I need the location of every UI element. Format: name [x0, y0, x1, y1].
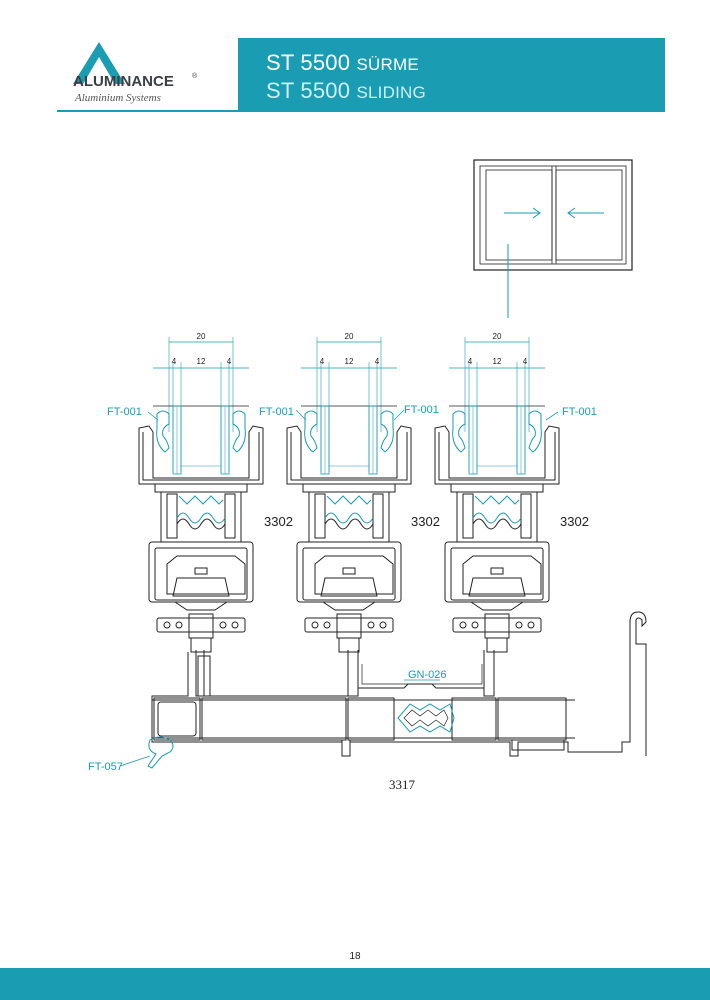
title-banner: ST 5500 SÜRME ST 5500 SLIDING	[238, 38, 665, 110]
label-3302-1: 3302	[264, 514, 293, 529]
sash-section-left	[138, 336, 264, 653]
label-ft001-3: FT-001	[404, 404, 439, 416]
logo-wordmark: ALUMINANCE	[73, 73, 174, 90]
dim-a-middle: 4	[320, 357, 325, 366]
title-english-word: SLIDING	[356, 83, 426, 102]
frame-profile	[147, 611, 647, 769]
technical-drawing: 20 4 12 4 20 4 12 4 20 4 12 4 FT-001 FT-…	[88, 159, 647, 792]
label-ft001-4: FT-001	[562, 406, 597, 418]
elevation-view	[473, 159, 633, 318]
dim-c-right: 4	[523, 357, 528, 366]
leader-lines	[119, 409, 559, 767]
logo-tagline: Aluminium Systems	[74, 92, 161, 104]
label-ft057: FT-057	[88, 761, 123, 773]
dim-total-left: 20	[197, 332, 206, 341]
dim-b-right: 12	[493, 357, 502, 366]
title-turkish: ST 5500 SÜRME	[266, 50, 419, 76]
label-3302-3: 3302	[560, 514, 589, 529]
logo: ALUMINANCE ® Aluminium Systems	[57, 38, 237, 110]
title-turkish-word: SÜRME	[356, 55, 419, 74]
footer-band	[0, 968, 710, 1000]
sash-section-right	[434, 336, 560, 653]
title-english: ST 5500 SLIDING	[266, 78, 426, 104]
dim-total-right: 20	[493, 332, 502, 341]
dim-b-left: 12	[197, 357, 206, 366]
dim-c-middle: 4	[375, 357, 380, 366]
title-english-code: ST 5500	[266, 78, 351, 103]
label-gn026: GN-026	[408, 669, 447, 681]
dim-c-left: 4	[227, 357, 232, 366]
label-ft001-2: FT-001	[259, 406, 294, 418]
dim-b-middle: 12	[345, 357, 354, 366]
page-number: 18	[349, 951, 361, 962]
label-ft001-1: FT-001	[107, 406, 142, 418]
label-3317: 3317	[389, 777, 416, 792]
title-turkish-code: ST 5500	[266, 50, 351, 75]
aluminance-logo: ALUMINANCE ® Aluminium Systems	[73, 42, 198, 104]
logo-triangle-icon	[73, 42, 125, 84]
dim-total-middle: 20	[345, 332, 354, 341]
sash-section-middle	[286, 336, 412, 653]
dim-a-left: 4	[172, 357, 177, 366]
label-3302-2: 3302	[411, 514, 440, 529]
dim-a-right: 4	[468, 357, 473, 366]
logo-registered-mark: ®	[192, 72, 198, 80]
header-divider	[57, 110, 665, 112]
